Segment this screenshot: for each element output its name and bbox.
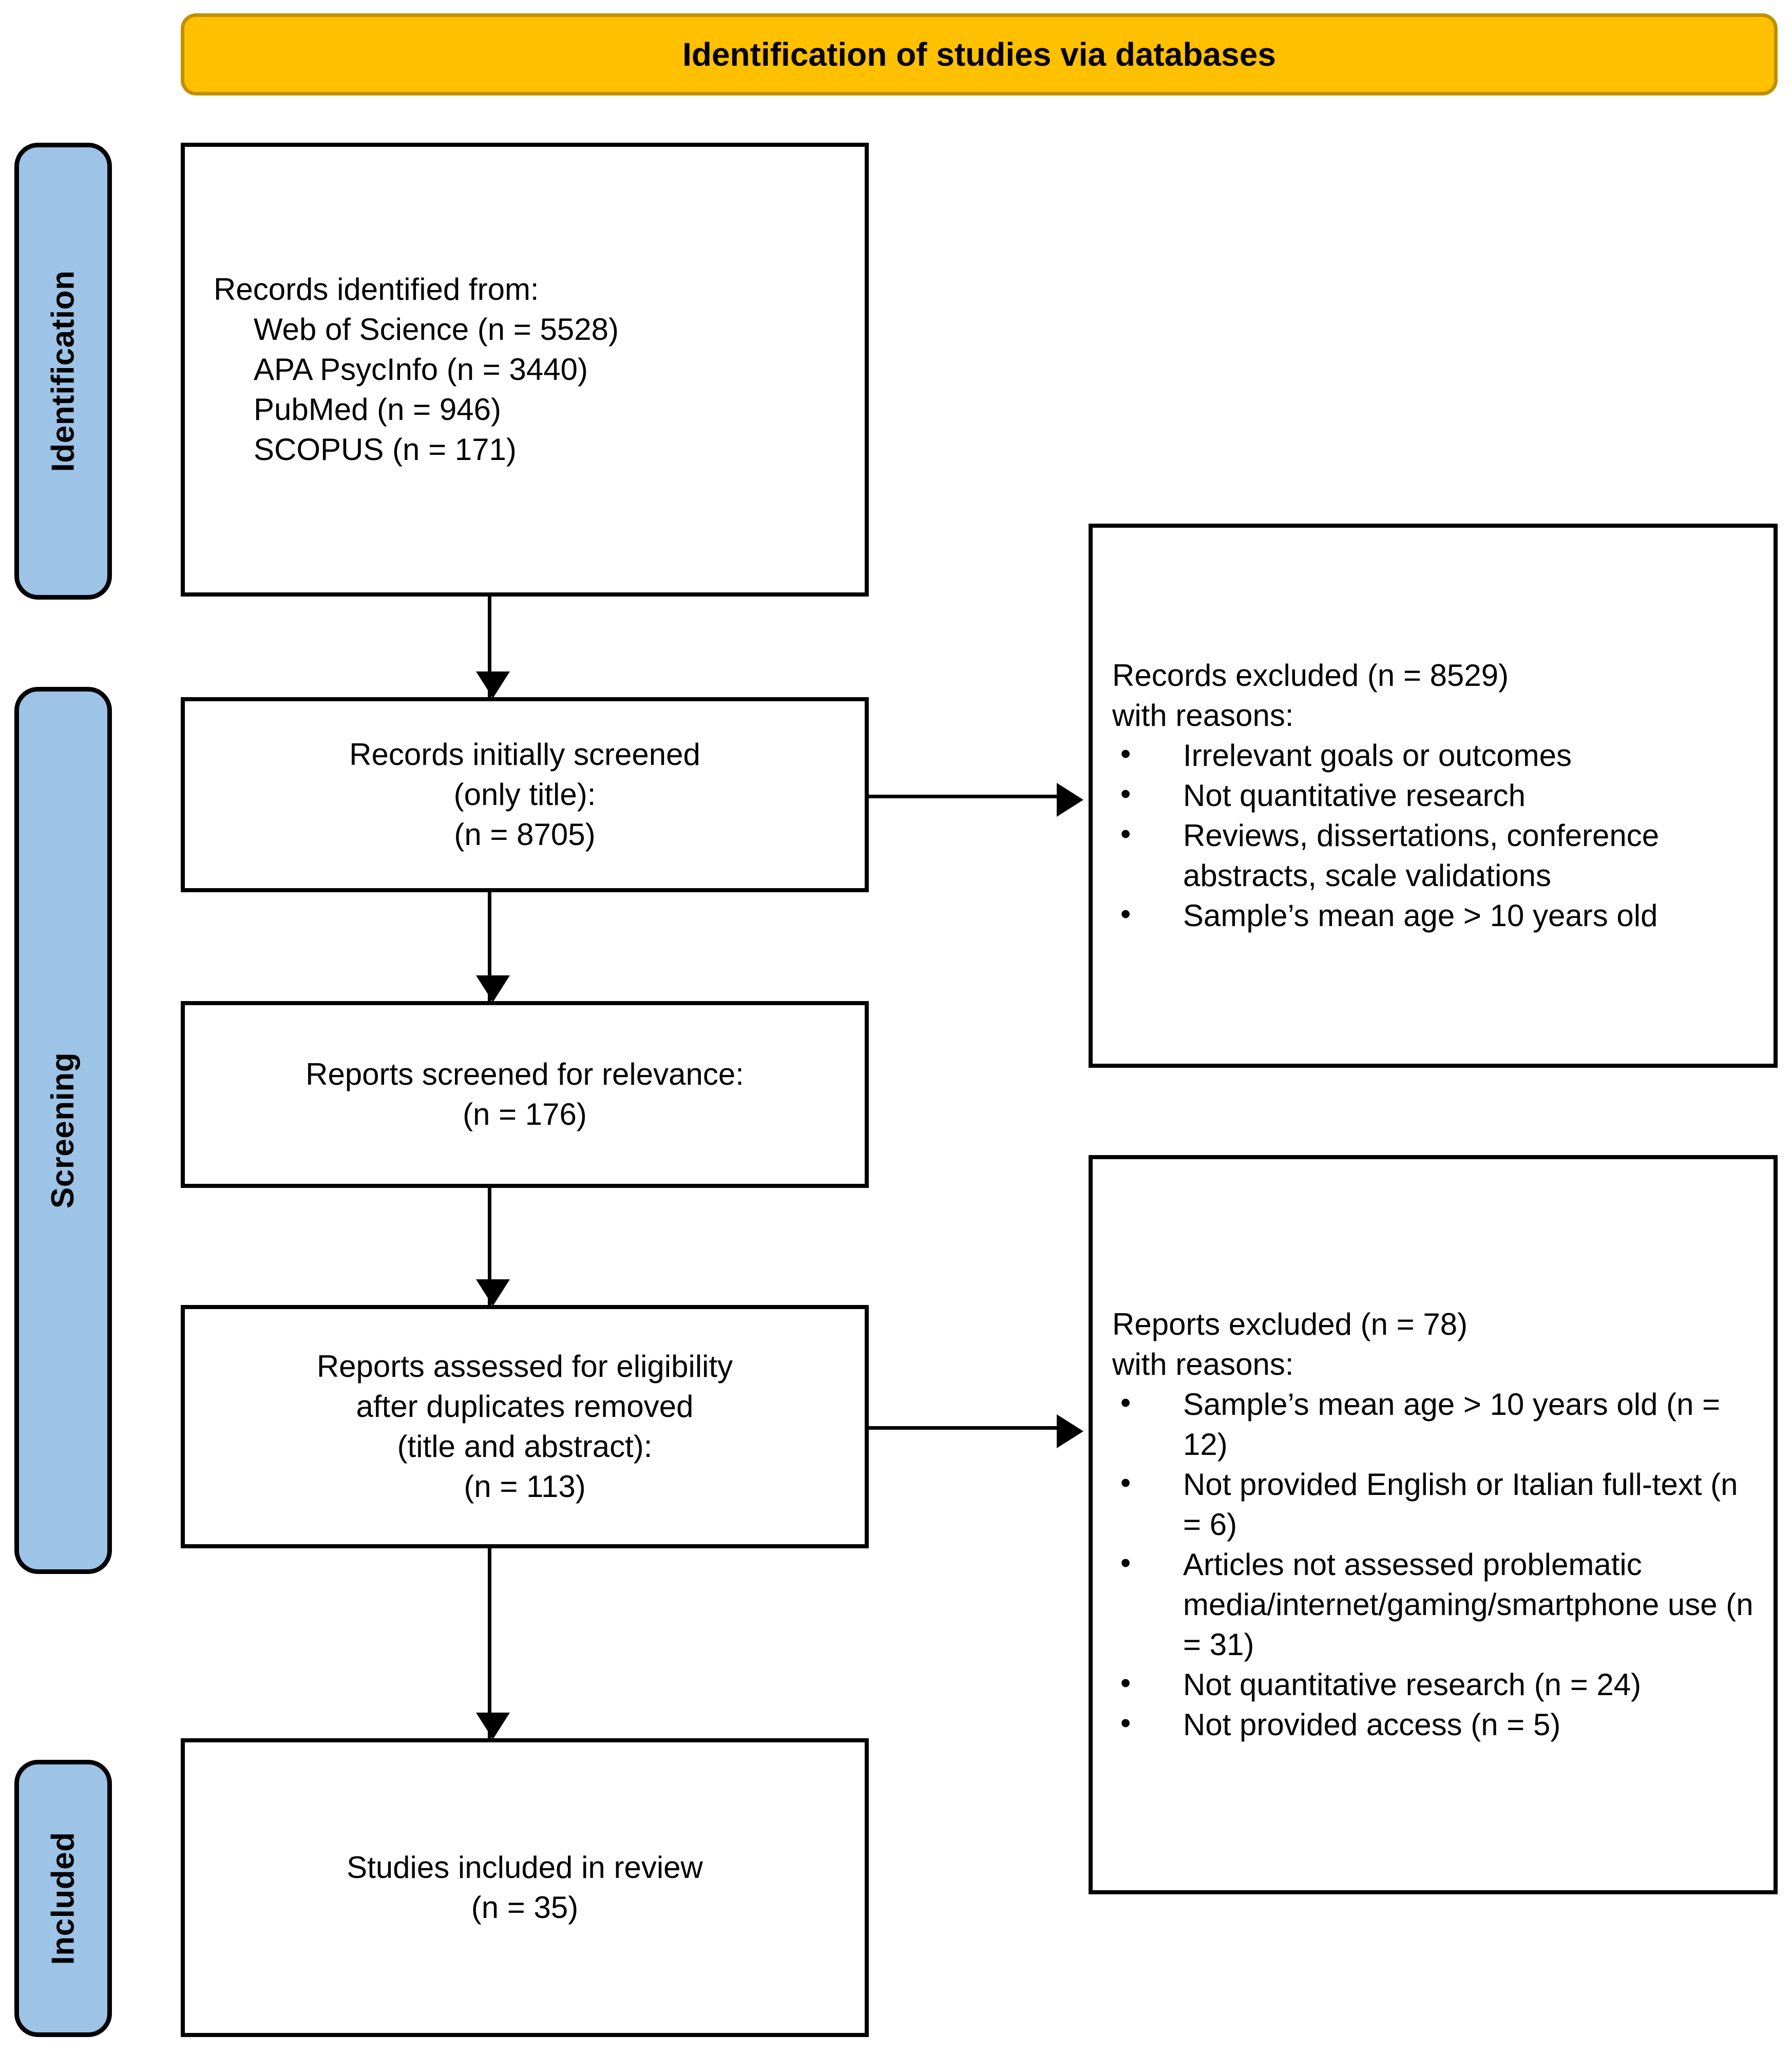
stage-label-screening: Screening — [45, 1052, 81, 1209]
stage-label-included: Included — [45, 1832, 81, 1965]
arrow-identified-to-screened — [476, 597, 510, 698]
box-reports-excluded: Reports excluded (n = 78) with reasons: … — [1089, 1155, 1778, 1894]
reports-assessed-line: (n = 113) — [464, 1469, 586, 1504]
diagram-title-banner: Identification of studies via databases — [181, 13, 1778, 95]
studies-included-line: (n = 35) — [471, 1890, 579, 1925]
reports-excluded-reason: Not provided access (n = 5) — [1101, 1704, 1761, 1745]
arrow-screened-to-reports-screened — [476, 892, 510, 1002]
reports-excluded-reason: Not provided English or Italian full-tex… — [1101, 1464, 1761, 1545]
box-reports-screened: Reports screened for relevance: (n = 176… — [181, 1001, 869, 1188]
box-studies-included: Studies included in review (n = 35) — [181, 1738, 869, 2037]
arrow-screened-to-records-excluded — [869, 783, 1083, 817]
stage-label-identification: Identification — [45, 270, 81, 472]
records-excluded-heading-2: with reasons: — [1112, 698, 1294, 733]
reports-assessed-line: Reports assessed for eligibility — [316, 1349, 733, 1384]
records-excluded-reason: Reviews, dissertations, conference abstr… — [1101, 815, 1761, 896]
box-records-screened: Records initially screened (only title):… — [181, 697, 869, 892]
records-identified-source: Web of Science (n = 5528) — [254, 312, 619, 347]
records-identified-heading: Records identified from: — [214, 272, 539, 306]
reports-excluded-reason: Articles not assessed problematic media/… — [1101, 1544, 1761, 1665]
reports-excluded-reason-list: Sample’s mean age > 10 years old (n = 12… — [1101, 1384, 1761, 1745]
reports-screened-line: (n = 176) — [463, 1097, 587, 1131]
reports-excluded-heading-2: with reasons: — [1112, 1347, 1294, 1381]
records-identified-source: APA PsycInfo (n = 3440) — [254, 352, 588, 387]
arrow-assessed-to-included — [476, 1548, 510, 1739]
records-excluded-reason: Irrelevant goals or outcomes — [1101, 735, 1761, 776]
box-records-identified: Records identified from: Web of Science … — [181, 143, 869, 597]
box-records-excluded: Records excluded (n = 8529) with reasons… — [1089, 524, 1778, 1068]
reports-screened-line: Reports screened for relevance: — [306, 1057, 744, 1091]
reports-excluded-heading-1: Reports excluded (n = 78) — [1112, 1307, 1468, 1341]
records-identified-source: SCOPUS (n = 171) — [254, 432, 517, 467]
reports-assessed-line: after duplicates removed — [356, 1389, 694, 1424]
records-excluded-reason-list: Irrelevant goals or outcomes Not quantit… — [1101, 735, 1761, 936]
stage-pill-identification: Identification — [14, 143, 112, 600]
arrow-assessed-to-reports-excluded — [869, 1414, 1083, 1448]
records-screened-line: (n = 8705) — [454, 817, 596, 852]
records-identified-source: PubMed (n = 946) — [254, 392, 501, 427]
records-excluded-reason: Sample’s mean age > 10 years old — [1101, 895, 1761, 936]
reports-assessed-line: (title and abstract): — [397, 1429, 653, 1464]
records-screened-line: Records initially screened — [349, 737, 700, 772]
reports-excluded-reason: Sample’s mean age > 10 years old (n = 12… — [1101, 1384, 1761, 1465]
records-screened-line: (only title): — [453, 777, 596, 812]
stage-pill-included: Included — [14, 1760, 112, 2037]
diagram-title-text: Identification of studies via databases — [682, 36, 1276, 73]
reports-excluded-reason: Not quantitative research (n = 24) — [1101, 1664, 1761, 1705]
box-reports-assessed: Reports assessed for eligibility after d… — [181, 1305, 869, 1548]
records-excluded-heading-1: Records excluded (n = 8529) — [1112, 658, 1509, 693]
studies-included-line: Studies included in review — [347, 1850, 703, 1885]
stage-pill-screening: Screening — [14, 687, 112, 1574]
records-excluded-reason: Not quantitative research — [1101, 775, 1761, 816]
arrow-reports-screened-to-assessed — [476, 1188, 510, 1306]
